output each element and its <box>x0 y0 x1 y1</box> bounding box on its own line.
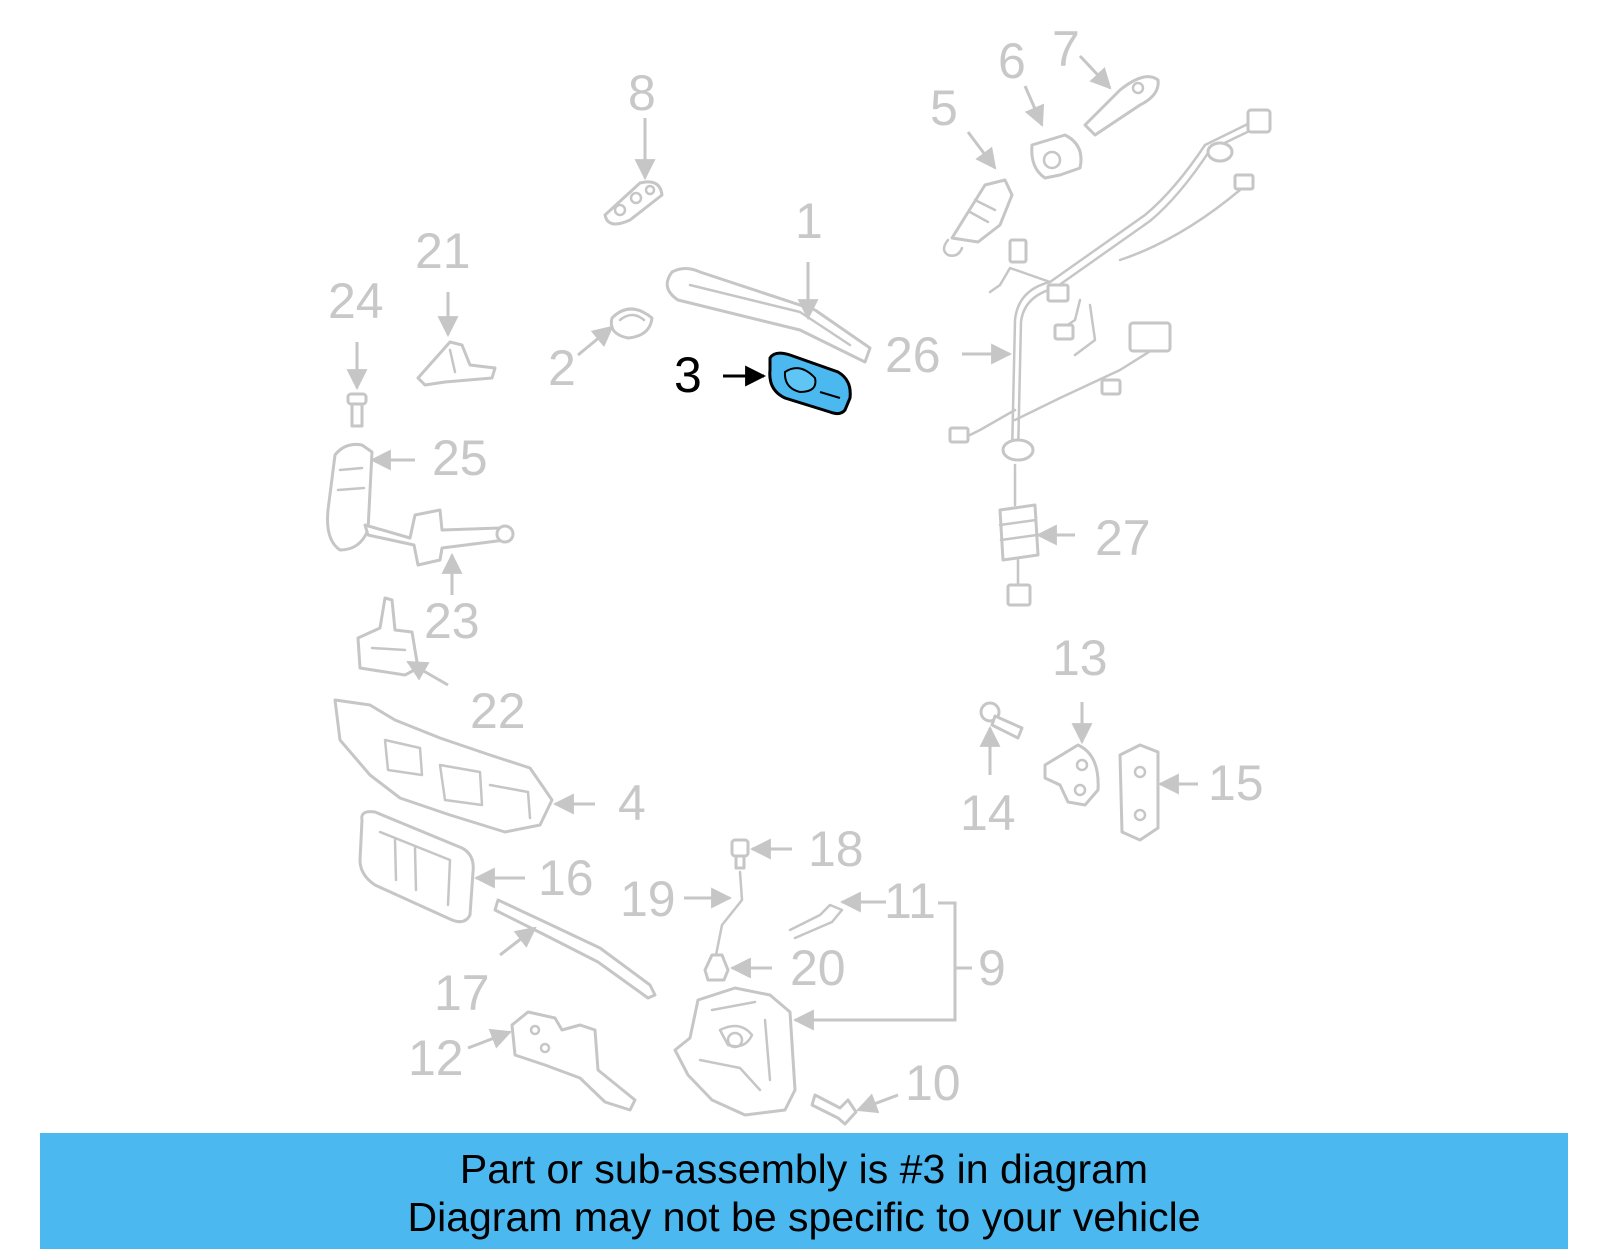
callout-12: 12 <box>408 1030 464 1086</box>
part-26-wiring-harness <box>948 108 1272 462</box>
leader-7 <box>1078 54 1112 90</box>
callout-14: 14 <box>960 785 1016 841</box>
callout-1: 1 <box>795 193 823 249</box>
callout-25: 25 <box>432 430 488 486</box>
callout-15: 15 <box>1208 755 1264 811</box>
banner-part-line: Part or sub-assembly is #3 in diagram <box>459 1146 1149 1192</box>
part-16-inside-handle <box>358 810 475 924</box>
banner-disclaimer-line: Diagram may not be specific to your vehi… <box>407 1194 1201 1240</box>
part-14-bolt <box>979 701 1024 740</box>
callout-19: 19 <box>620 871 676 927</box>
part-15-shim <box>1118 743 1160 842</box>
part-25-cover <box>326 443 374 552</box>
part-9-latch <box>673 986 797 1117</box>
part-8-key-fob <box>603 180 664 226</box>
part-23-check-strap <box>363 508 515 567</box>
part-3-handle-bezel <box>768 351 852 416</box>
part-7-lever <box>1083 75 1160 137</box>
part-12-bracket <box>510 1010 637 1112</box>
callout-7: 7 <box>1052 21 1080 77</box>
callout-11: 11 <box>884 873 936 929</box>
part-22-bracket <box>356 596 420 677</box>
callout-9: 9 <box>978 940 1006 996</box>
part-11-link <box>788 903 844 940</box>
leader-17 <box>499 926 537 957</box>
callout-20: 20 <box>790 940 846 996</box>
callout-21: 21 <box>415 223 471 279</box>
part-24-screw <box>346 392 368 428</box>
part-19-rod <box>714 870 744 957</box>
leader-22 <box>406 660 449 687</box>
leader-5 <box>966 131 997 170</box>
callout-17: 17 <box>434 965 490 1021</box>
leader-6 <box>1023 85 1045 127</box>
leader-9-bracket <box>792 901 957 1031</box>
callout-4: 4 <box>618 775 646 831</box>
callout-3: 3 <box>674 347 702 403</box>
part-2-gasket <box>609 307 654 340</box>
callout-5: 5 <box>930 80 958 136</box>
part-27-grommet <box>998 463 1040 607</box>
callout-26: 26 <box>885 327 941 383</box>
callout-6: 6 <box>998 33 1026 89</box>
part-21-bracket <box>416 340 497 387</box>
part-4-handle-carrier <box>333 698 554 834</box>
part-20-grommet <box>703 953 730 982</box>
leader-12 <box>467 1028 512 1050</box>
callout-27: 27 <box>1095 510 1151 566</box>
callout-2: 2 <box>548 340 576 396</box>
callout-16: 16 <box>538 850 594 906</box>
part-17-cable <box>493 898 657 1000</box>
leader-2 <box>577 325 614 357</box>
part-18-screw <box>730 838 750 870</box>
callout-8: 8 <box>628 65 656 121</box>
part-5-lock-cylinder <box>942 178 1014 257</box>
part-10-bolt <box>810 1093 858 1126</box>
callout-24: 24 <box>328 273 384 329</box>
info-banner: Part or sub-assembly is #3 in diagram Di… <box>40 1133 1568 1249</box>
leader-10 <box>856 1093 899 1114</box>
callout-18: 18 <box>808 821 864 877</box>
part-6-lock-housing <box>1030 133 1083 180</box>
part-13-striker <box>1043 743 1100 807</box>
callout-13: 13 <box>1052 630 1108 686</box>
callout-10: 10 <box>905 1055 961 1111</box>
callout-23: 23 <box>424 593 480 649</box>
callout-22: 22 <box>470 683 526 739</box>
